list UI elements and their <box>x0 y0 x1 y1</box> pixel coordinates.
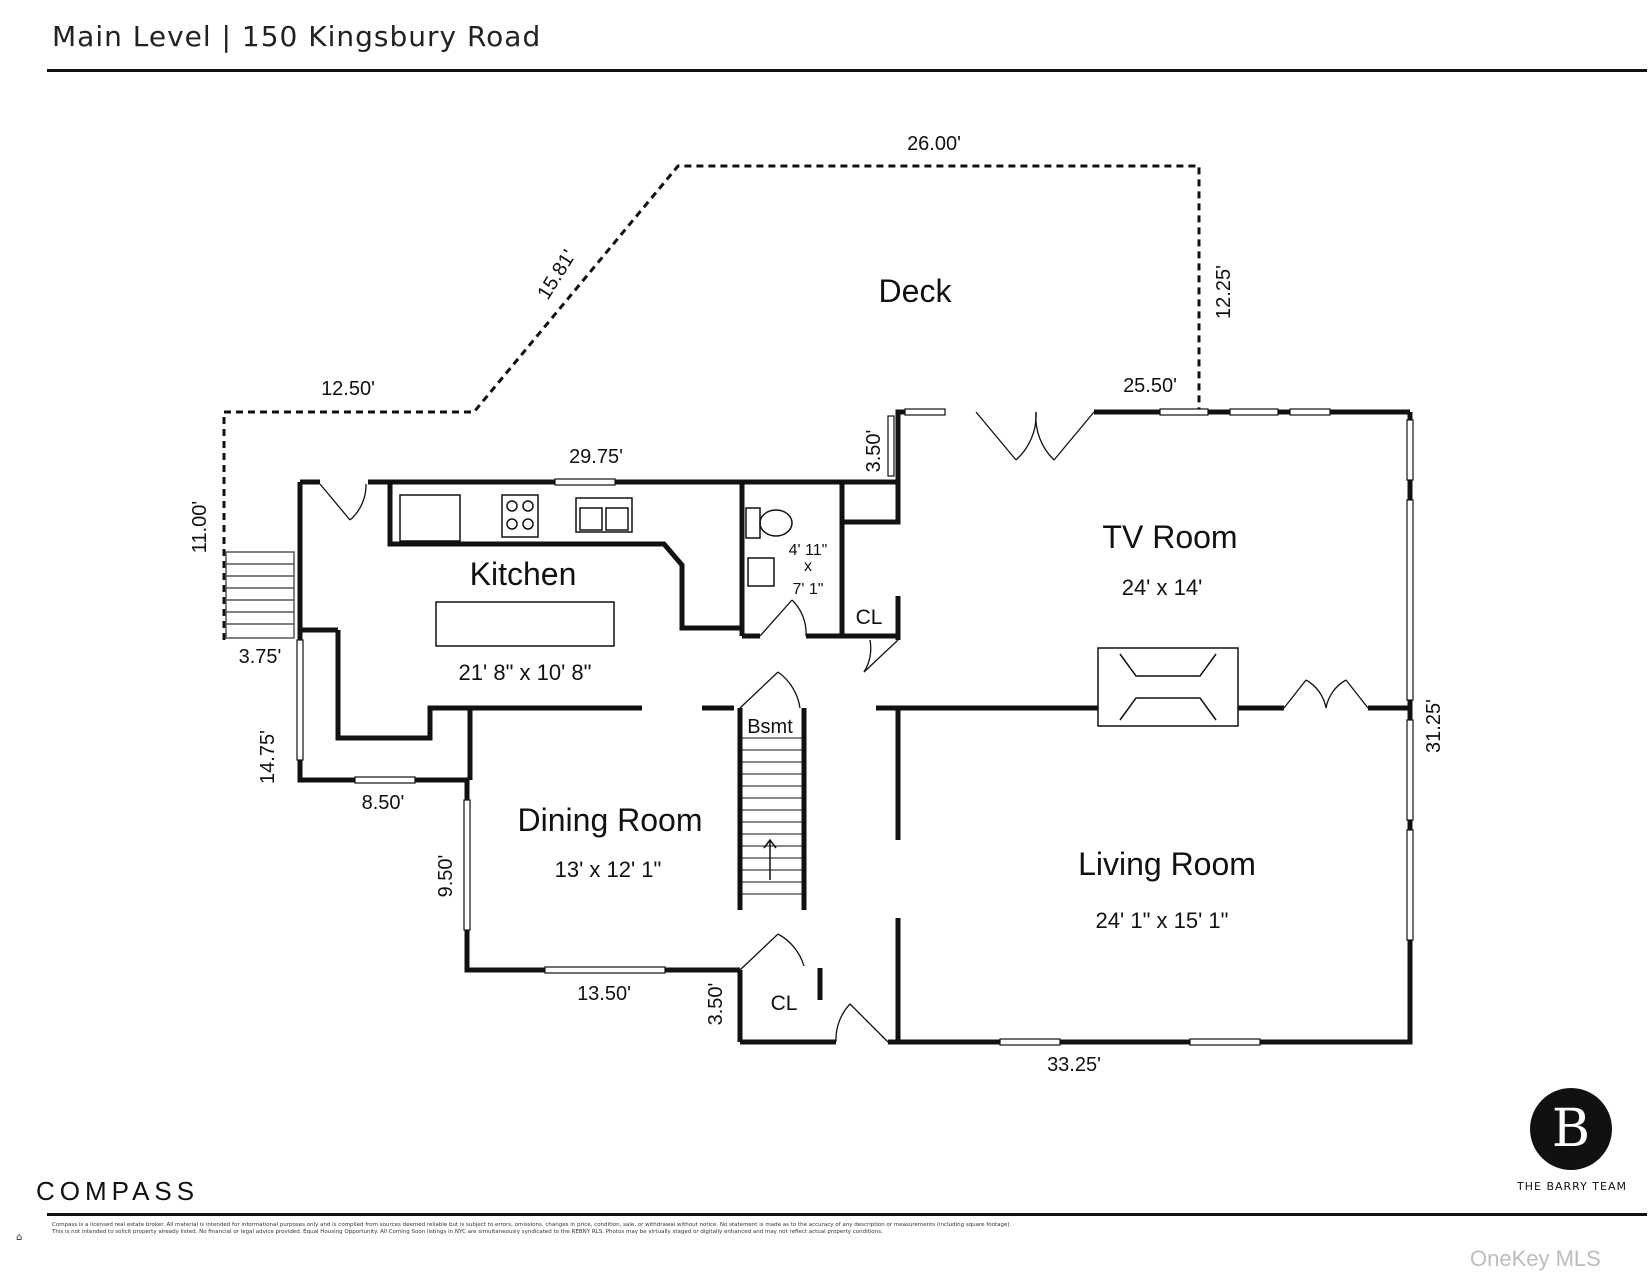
dim-deck-right: 12.25' <box>1213 265 1235 319</box>
dim-step-top: 3.50' <box>863 430 885 473</box>
basement-stairs <box>742 737 802 895</box>
dim-bottom: 33.25' <box>1047 1054 1101 1076</box>
page-title: Main Level | 150 Kingsbury Road <box>52 20 542 53</box>
bath-fixtures <box>745 507 793 587</box>
room-size-bath-line3: 7' 1" <box>793 581 824 598</box>
room-size-living-room: 24' 1" x 15' 1" <box>1096 908 1229 933</box>
mls-watermark: OneKey MLS <box>1470 1246 1601 1271</box>
fireplace <box>1097 647 1239 727</box>
dim-closet-side: 3.50' <box>705 983 727 1026</box>
room-label-tv-room: TV Room <box>1102 519 1237 555</box>
deck-outline <box>222 164 1201 640</box>
barry-team-logo: B <box>1530 1088 1612 1170</box>
kitchen-appliances <box>399 494 633 647</box>
kitchen-island <box>435 601 615 647</box>
dim-dining-left: 9.50' <box>435 855 457 898</box>
dim-right-side: 31.25' <box>1423 699 1445 753</box>
dim-tv-top: 25.50' <box>1123 375 1177 397</box>
walls <box>297 409 1413 1045</box>
footer-divider <box>47 1213 1647 1216</box>
dim-left-side: 14.75' <box>257 730 279 784</box>
legal-disclaimer: Compass is a licensed real estate broker… <box>52 1222 1012 1235</box>
header-divider <box>47 69 1647 72</box>
dim-deck-top: 26.00' <box>907 133 961 155</box>
windows <box>296 408 1414 1046</box>
room-size-kitchen: 21' 8" x 10' 8" <box>459 660 592 685</box>
dim-deck-left-side: 11.00' <box>189 501 211 553</box>
barry-team-name: THE BARRY TEAM <box>1517 1180 1627 1193</box>
toilet-tank <box>745 507 761 539</box>
bath-sink <box>747 557 775 587</box>
dim-bottom-left: 8.50' <box>362 792 405 814</box>
room-label-dining-room: Dining Room <box>518 802 703 838</box>
kitchen-sink <box>575 497 633 533</box>
compass-logo: COMPASS <box>36 1176 200 1206</box>
dim-deck-diagonal: 15.81' <box>533 246 580 303</box>
doors <box>319 411 1369 1043</box>
dim-dining-bottom: 13.50' <box>577 983 631 1005</box>
refrigerator <box>399 494 461 542</box>
room-size-bath-line1: 4' 11" <box>789 542 828 559</box>
dim-kitchen-top: 29.75' <box>569 446 623 468</box>
stove <box>501 494 539 538</box>
deck-steps <box>225 551 295 639</box>
room-label-deck: Deck <box>879 273 953 309</box>
equal-housing-icon: ⌂ <box>16 1232 23 1243</box>
room-size-bath-line2: x <box>804 558 812 575</box>
room-label-closet-lower: CL <box>771 992 798 1015</box>
toilet <box>759 509 793 537</box>
room-size-dining-room: 13' x 12' 1" <box>555 857 662 882</box>
room-label-living-room: Living Room <box>1078 846 1256 882</box>
room-label-kitchen: Kitchen <box>470 556 577 592</box>
dim-deck-left-top: 12.50' <box>321 378 375 400</box>
room-label-basement: Bsmt <box>747 716 793 738</box>
room-label-closet-upper: CL <box>856 606 883 629</box>
room-size-tv-room: 24' x 14' <box>1122 575 1203 600</box>
dim-entry-left: 3.75' <box>239 646 282 668</box>
